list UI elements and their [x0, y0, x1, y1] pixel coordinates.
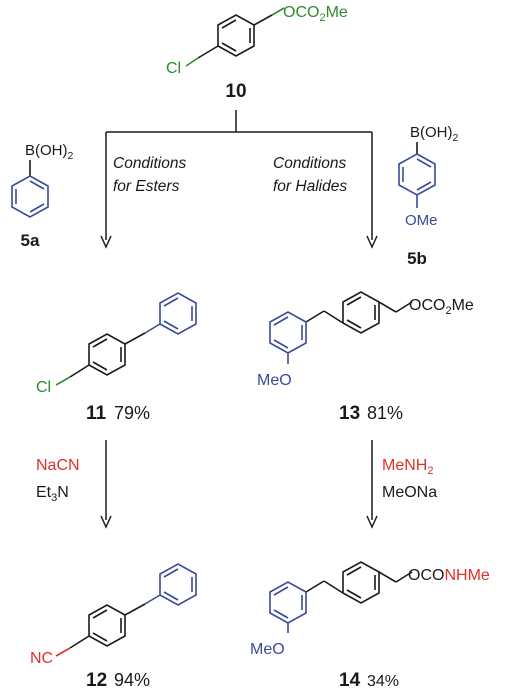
arrow-nacn-head: [100, 515, 112, 529]
base-et3n: Et3N: [36, 484, 69, 504]
reagent-5b-number: 5b: [407, 249, 427, 268]
conditions-esters-line1: Conditions: [113, 155, 186, 172]
compound-11-yield: 79%: [114, 403, 150, 423]
compound-13-carbonate-bond: [395, 301, 413, 313]
compound-12-phenyl-ring: [159, 563, 197, 606]
conditions-esters-line2: for Esters: [113, 178, 180, 195]
compound-13-carbonate-label: OCO2Me: [409, 297, 474, 317]
compound-10: [197, 14, 273, 59]
compound-10-chloro-bond: [185, 57, 199, 67]
compound-13-number: 13: [339, 403, 360, 424]
compound-13-methoxy-label: MeO: [257, 372, 292, 389]
compound-11-chloro-label: Cl: [36, 379, 51, 396]
compound-14-number: 14: [339, 670, 361, 689]
arrow-head-halides: [366, 235, 378, 249]
compound-11-number: 11: [86, 403, 107, 424]
compound-11-benzyl-bond: [144, 323, 161, 334]
compound-14-anisyl-ring: [269, 581, 307, 633]
compound-14-core: [305, 561, 397, 604]
arrow-menh2-head: [366, 515, 378, 529]
compound-12-nitrile-bond: [55, 647, 71, 657]
compound-14-methoxy-label: MeO: [250, 641, 285, 658]
compound-12-number: 12: [86, 670, 107, 689]
compound-10-carbonate-bond: [271, 7, 285, 16]
reagent-5a-number: 5a: [21, 231, 40, 250]
compound-14-carbamate-label: OCONHMe: [408, 567, 490, 584]
conditions-halides-line1: Conditions: [273, 155, 346, 172]
compound-14-carbamate-bond: [395, 571, 413, 583]
base-meona: MeONa: [382, 484, 437, 501]
compound-13-yield: 81%: [367, 403, 403, 423]
compound-11-phenyl-ring: [159, 292, 197, 335]
compound-12-core: [69, 603, 146, 649]
arrow-head-esters: [100, 235, 112, 249]
reagent-5a-boronic-label: B(OH)2: [25, 142, 74, 162]
reagent-nacn: NaCN: [36, 457, 80, 474]
reagent-5b-methoxy-label: OMe: [405, 212, 438, 229]
compound-10-chloro-label: Cl: [166, 60, 181, 77]
compound-12-nitrile-label: NC: [30, 650, 53, 667]
compound-13-core: [305, 291, 397, 334]
reagent-5b-boronic-label: B(OH)2: [410, 124, 459, 144]
reagent-menh2: MeNH2: [382, 457, 433, 477]
conditions-halides-line2: for Halides: [273, 178, 347, 195]
compound-10-carbonate-label: OCO2Me: [283, 4, 348, 24]
compound-11-chloro-bond: [55, 376, 71, 386]
compound-11-core: [69, 332, 146, 378]
reagent-5a-ring: [11, 175, 49, 218]
compound-14-yield: 34%: [367, 673, 399, 689]
compound-10-number: 10: [225, 81, 246, 102]
compound-13-anisyl-ring: [269, 311, 307, 364]
compound-12-benzyl-bond: [144, 594, 161, 605]
branch-lines: [105, 110, 373, 240]
reagent-5b-ring: [398, 153, 436, 208]
compound-12-yield: 94%: [114, 670, 150, 689]
